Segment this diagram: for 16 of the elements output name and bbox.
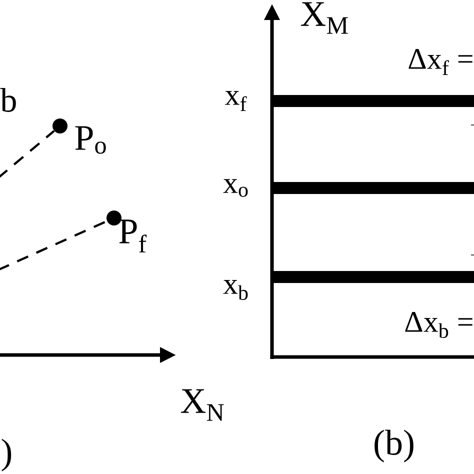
level-label: x$_{o}$ (223, 179, 248, 197)
delta-label: Δx$_{f}$ = (408, 48, 472, 75)
point-label: P$_{o}$ (75, 126, 106, 154)
panel-label: ) (2, 438, 12, 472)
level-label: x$_{b}$ (223, 280, 248, 300)
panel-label: (b) (374, 430, 414, 462)
point-marker (106, 210, 122, 226)
axis-label: X$_{M}$ (300, 2, 348, 34)
axis-label: X$_{N}$ (180, 389, 224, 421)
point-marker (52, 118, 68, 134)
point-label: P$_{f}$ (119, 220, 147, 252)
level-label: x$_{f}$ (225, 91, 247, 111)
partial-label: b (0, 88, 16, 112)
dashed-line (0, 220, 108, 271)
dashed-line (0, 130, 55, 179)
delta-label: Δx$_{b}$ = (405, 312, 472, 338)
